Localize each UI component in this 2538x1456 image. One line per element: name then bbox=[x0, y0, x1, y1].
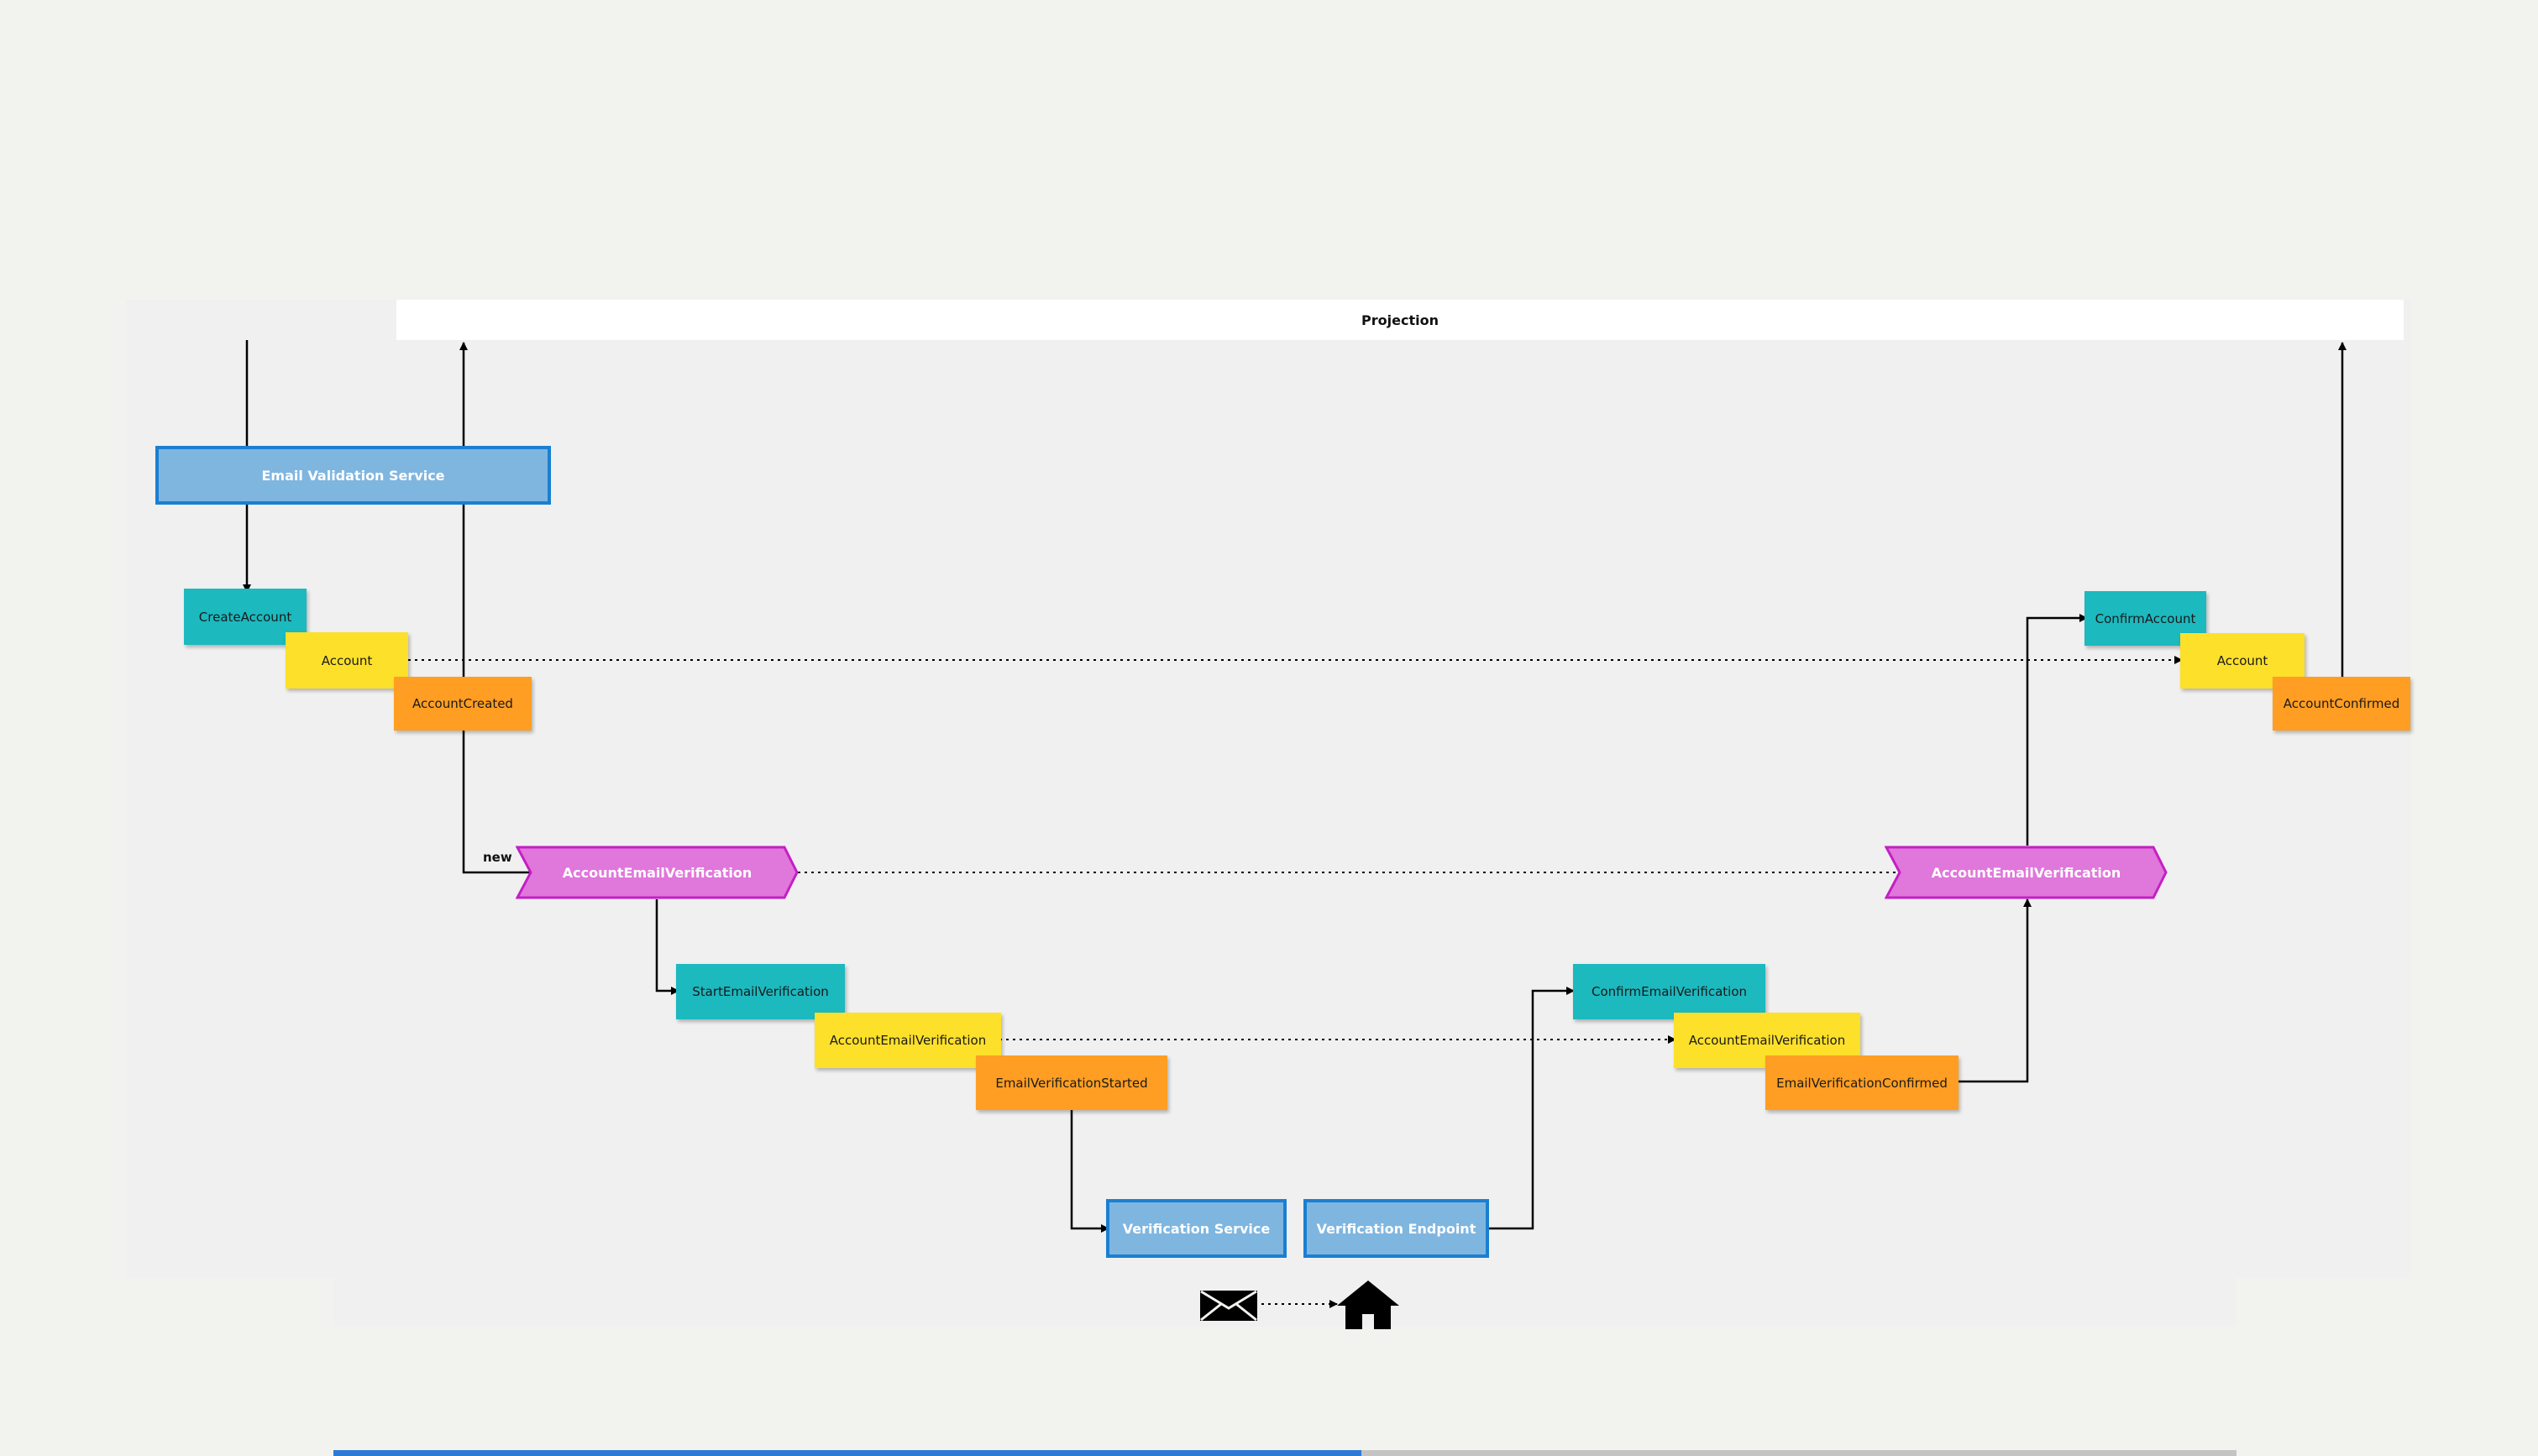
account-aggregate-right-label: Account bbox=[2216, 653, 2268, 668]
policy-left-shape bbox=[516, 846, 799, 899]
account-email-verification-aggregate-left[interactable]: AccountEmailVerification bbox=[815, 1013, 1001, 1068]
account-created-label: AccountCreated bbox=[412, 696, 513, 711]
account-confirmed-label: AccountConfirmed bbox=[2283, 696, 2400, 711]
start-email-verification-label: StartEmailVerification bbox=[692, 984, 829, 999]
connector-started-to-verification-service bbox=[1070, 1110, 1109, 1233]
account-created-event[interactable]: AccountCreated bbox=[394, 677, 532, 731]
account-aggregate-left-label: Account bbox=[321, 652, 373, 668]
account-aggregate-left[interactable]: Account bbox=[286, 632, 408, 689]
verification-endpoint-label: Verification Endpoint bbox=[1316, 1220, 1476, 1237]
email-validation-service-label: Email Validation Service bbox=[261, 467, 445, 484]
projection-label: Projection bbox=[1361, 312, 1439, 328]
confirm-email-verification-label: ConfirmEmailVerification bbox=[1591, 984, 1748, 999]
email-verification-confirmed-label: EmailVerificationConfirmed bbox=[1776, 1075, 1948, 1091]
account-email-verification-aggregate-left-label: AccountEmailVerification bbox=[829, 1033, 987, 1048]
connector-policy-to-start-verification bbox=[655, 899, 679, 995]
email-verification-started-label: EmailVerificationStarted bbox=[995, 1075, 1148, 1091]
horizontal-scrollbar-thumb[interactable] bbox=[333, 1450, 1361, 1456]
confirm-account-label: ConfirmAccount bbox=[2095, 610, 2196, 626]
create-account-label: CreateAccount bbox=[198, 609, 292, 625]
verification-service-box[interactable]: Verification Service bbox=[1106, 1199, 1287, 1258]
confirm-email-verification-command[interactable]: ConfirmEmailVerification bbox=[1573, 964, 1765, 1019]
account-confirmed-event[interactable]: AccountConfirmed bbox=[2273, 677, 2410, 731]
connector-confirmed-to-policy bbox=[1959, 898, 2032, 1083]
verification-service-label: Verification Service bbox=[1122, 1220, 1271, 1237]
account-email-verification-policy-left[interactable]: AccountEmailVerification bbox=[516, 846, 799, 899]
policy-right-shape bbox=[1885, 846, 2168, 899]
verification-endpoint-box[interactable]: Verification Endpoint bbox=[1303, 1199, 1489, 1258]
envelope-icon[interactable] bbox=[1199, 1290, 1258, 1322]
account-email-verification-policy-right[interactable]: AccountEmailVerification bbox=[1885, 846, 2168, 899]
connector-account-created-to-policy bbox=[462, 731, 538, 877]
start-email-verification-command[interactable]: StartEmailVerification bbox=[676, 964, 845, 1019]
edge-label-new: new bbox=[483, 850, 512, 865]
account-email-verification-aggregate-right-label: AccountEmailVerification bbox=[1688, 1033, 1846, 1048]
email-verification-started-event[interactable]: EmailVerificationStarted bbox=[976, 1055, 1167, 1110]
email-validation-service-box[interactable]: Email Validation Service bbox=[155, 446, 551, 505]
email-verification-confirmed-event[interactable]: EmailVerificationConfirmed bbox=[1765, 1055, 1959, 1110]
policy-right-label: AccountEmailVerification bbox=[1931, 864, 2121, 881]
policy-left-label: AccountEmailVerification bbox=[562, 864, 752, 881]
house-icon[interactable] bbox=[1337, 1281, 1399, 1329]
connector-policy-to-confirm-account bbox=[2026, 614, 2088, 846]
projection-bar[interactable]: Projection bbox=[396, 300, 2404, 340]
connector-endpoint-to-confirm-verification bbox=[1489, 987, 1575, 1230]
